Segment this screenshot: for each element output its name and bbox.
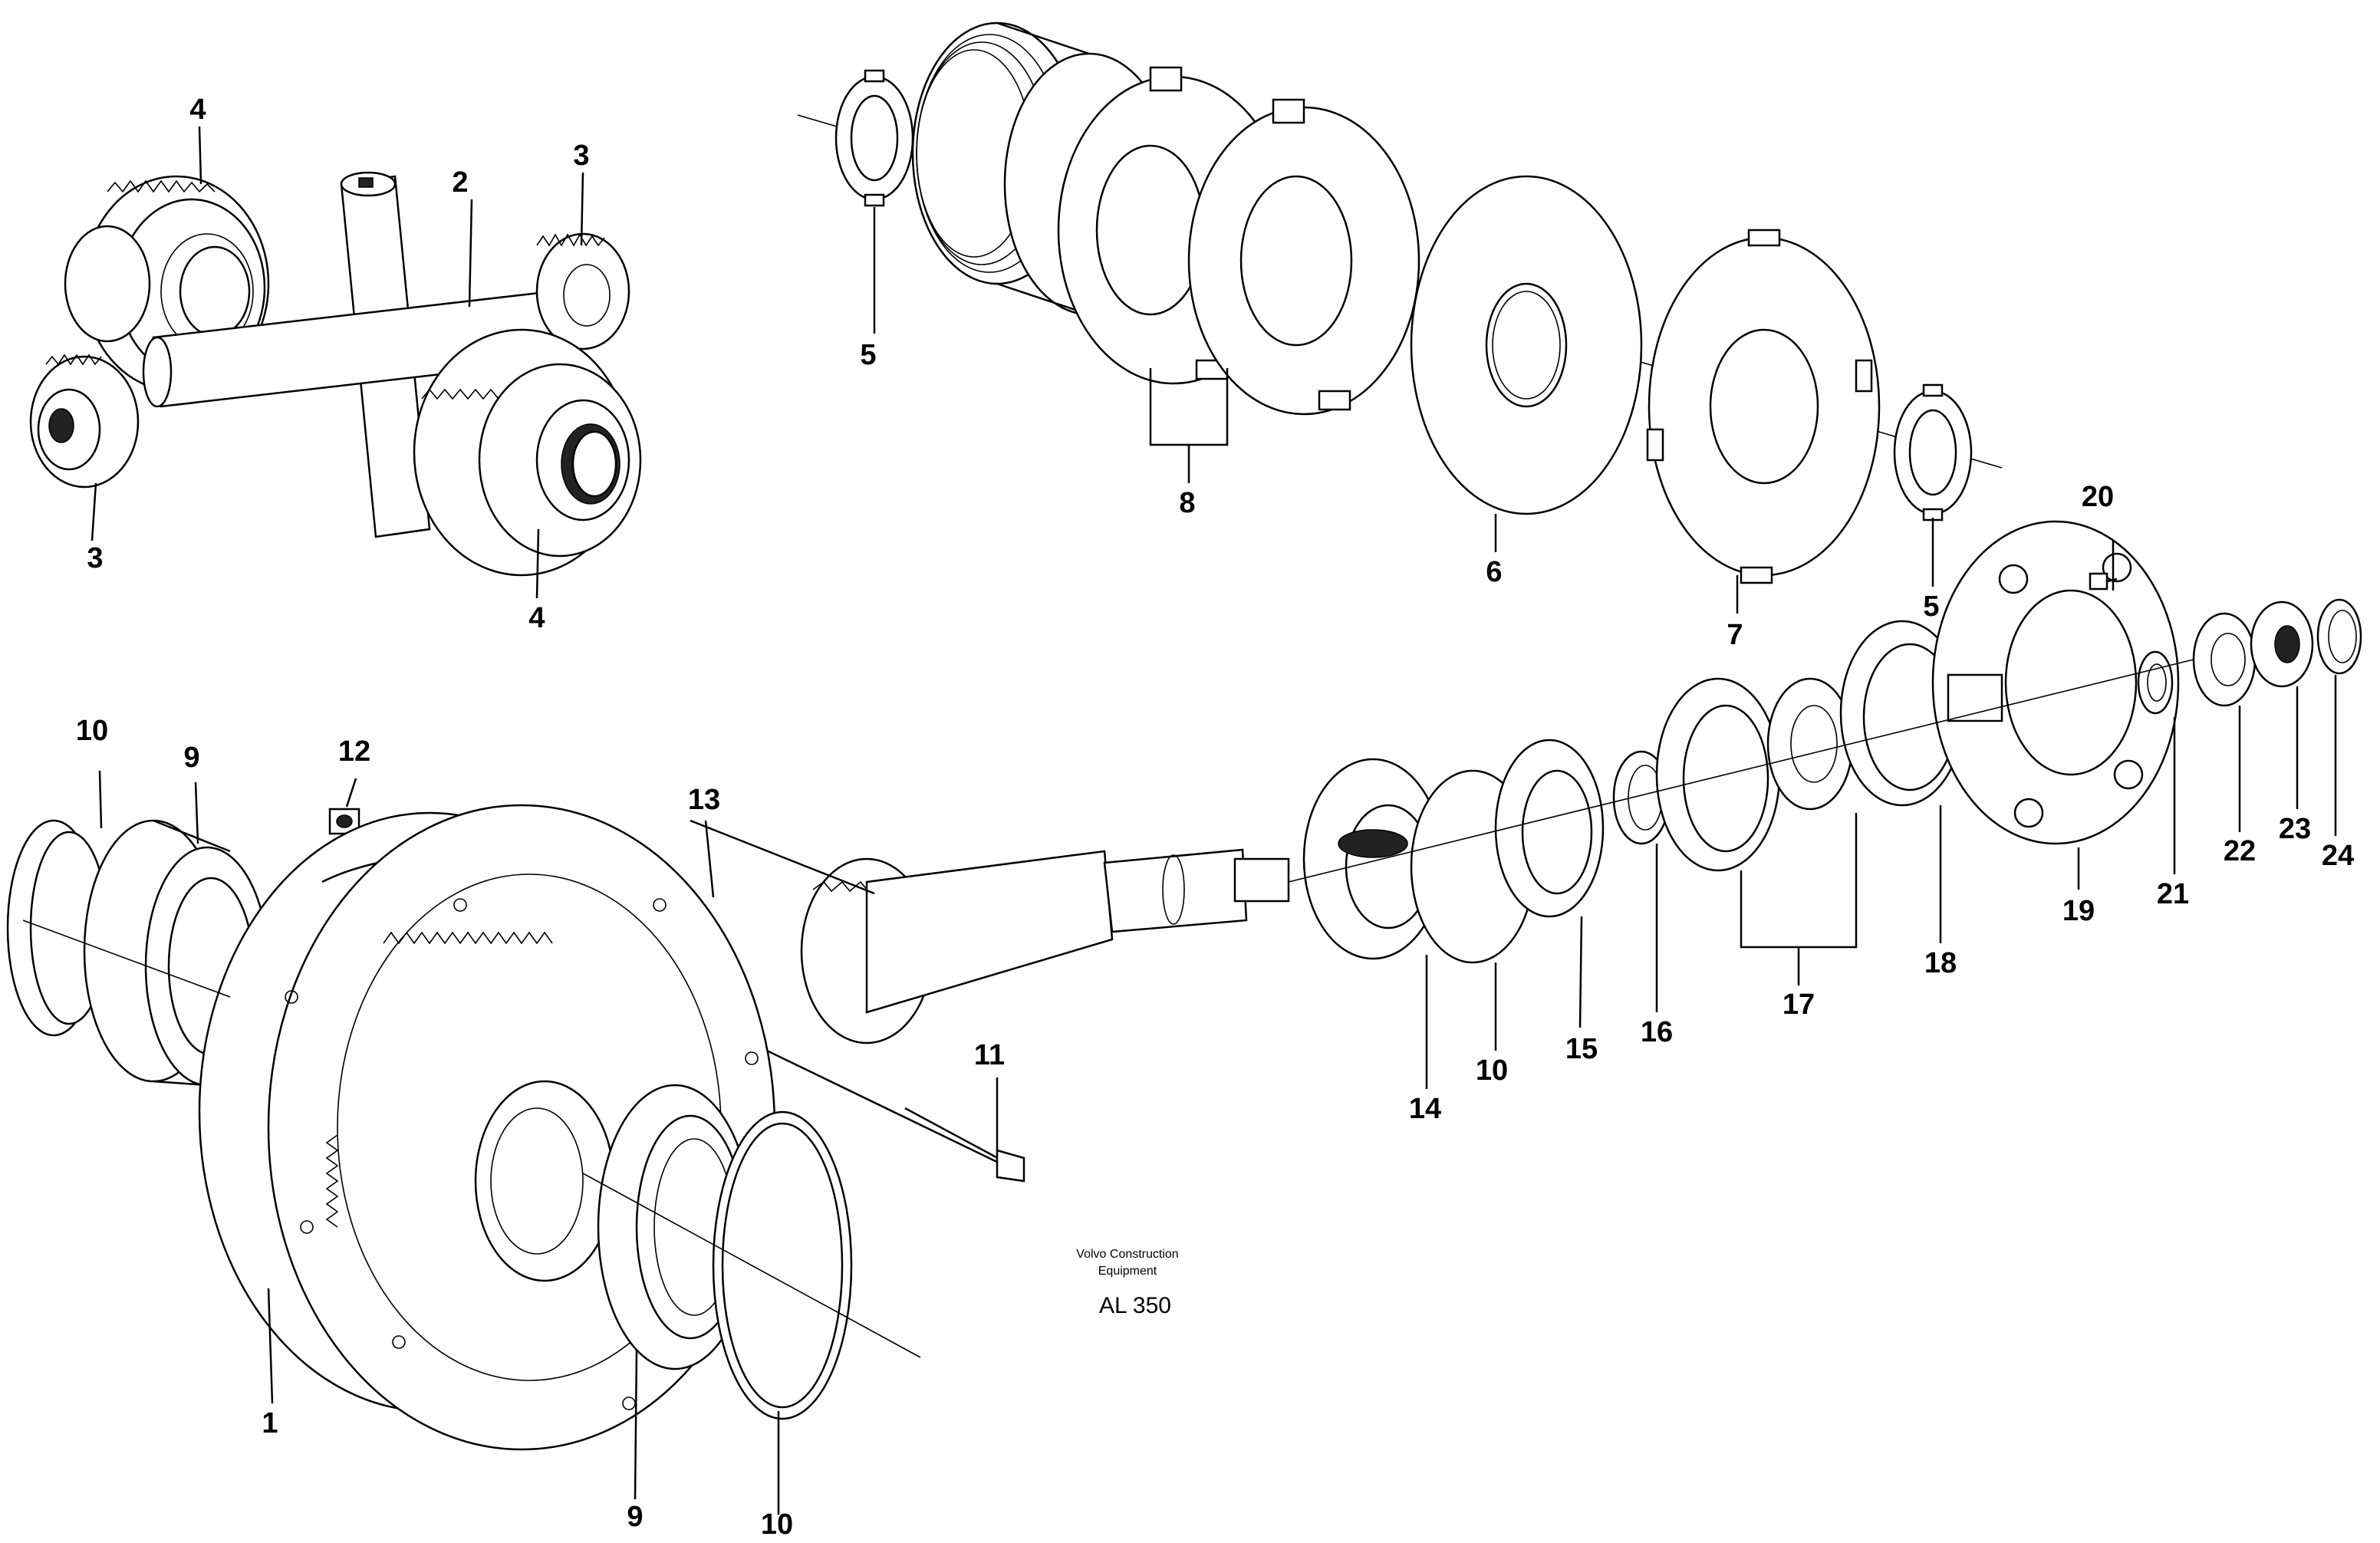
- publisher-credit: Volvo Construction Equipment AL 350: [1076, 1248, 1178, 1318]
- flange-stud: [2089, 572, 2118, 591]
- callout-14: 14: [1409, 1093, 1441, 1125]
- clutch-plate-tabbed: [1646, 229, 1881, 584]
- callout-10-middle: 10: [1476, 1054, 1508, 1087]
- callout-6: 6: [1486, 556, 1502, 588]
- flange-nut: [2250, 600, 2314, 688]
- companion-flange: [1931, 520, 2180, 845]
- callout-23: 23: [2279, 813, 2311, 845]
- callout-5-right: 5: [1923, 591, 1939, 623]
- callout-9-top-left: 9: [183, 742, 199, 774]
- callout-22: 22: [2224, 835, 2256, 867]
- drive-pinion-shaft: [800, 848, 1290, 1045]
- thrust-washer-left: [834, 69, 914, 207]
- thrust-washer-right: [1893, 383, 1973, 521]
- pinion-bearing-inner-set: [1655, 677, 1854, 872]
- differential-pinion-left: [29, 354, 140, 489]
- callout-20: 20: [2082, 481, 2114, 513]
- callout-4-bottom: 4: [528, 602, 545, 634]
- credit-line-2: Equipment: [1098, 1265, 1157, 1278]
- callout-11: 11: [974, 1039, 1005, 1071]
- callout-5-left: 5: [860, 339, 876, 371]
- bearing-cup: [1494, 739, 1605, 918]
- callout-21: 21: [2157, 878, 2189, 910]
- callout-9-bottom: 9: [627, 1501, 643, 1533]
- callout-19: 19: [2062, 895, 2095, 927]
- credit-line-1: Volvo Construction: [1076, 1248, 1178, 1261]
- callout-10-bottom: 10: [761, 1508, 793, 1539]
- case-bolt: [766, 1049, 1025, 1183]
- callout-12: 12: [338, 735, 370, 768]
- callout-1: 1: [262, 1407, 278, 1439]
- callout-17: 17: [1783, 989, 1815, 1021]
- leader-lines: [91, 126, 2337, 1515]
- differential-pinion-right: [535, 232, 630, 350]
- friction-disc-pack: [1057, 66, 1420, 416]
- callout-24: 24: [2322, 840, 2354, 872]
- spacer-ring: [1612, 750, 1671, 845]
- callout-13: 13: [688, 784, 720, 816]
- callout-3-bottom: 3: [87, 542, 103, 574]
- lock-washer: [2192, 612, 2257, 707]
- figure-code: AL 350: [1099, 1293, 1171, 1318]
- retaining-ring: [2316, 598, 2362, 675]
- differential-cross-shaft: [142, 171, 561, 538]
- callout-labels: 4 2 3 3 4 5 8 6 7 5 20 10 9 12 13 11 1 9…: [76, 94, 2354, 1541]
- differential-side-gear-bottom: [413, 328, 642, 577]
- callout-4-top: 4: [189, 94, 206, 126]
- callout-10-top-left: 10: [76, 715, 108, 747]
- clutch-disc-splined: [1410, 175, 1643, 515]
- callout-3-top: 3: [573, 140, 589, 172]
- callout-8: 8: [1179, 487, 1195, 519]
- callout-2: 2: [452, 166, 468, 199]
- pinion-bearing-outer: [1302, 758, 1536, 964]
- callout-7: 7: [1727, 619, 1743, 651]
- callout-16: 16: [1641, 1016, 1673, 1048]
- bearing-race-right: [712, 1110, 853, 1420]
- o-ring: [2137, 650, 2174, 715]
- callout-15: 15: [1565, 1033, 1598, 1065]
- callout-18: 18: [1924, 947, 1957, 979]
